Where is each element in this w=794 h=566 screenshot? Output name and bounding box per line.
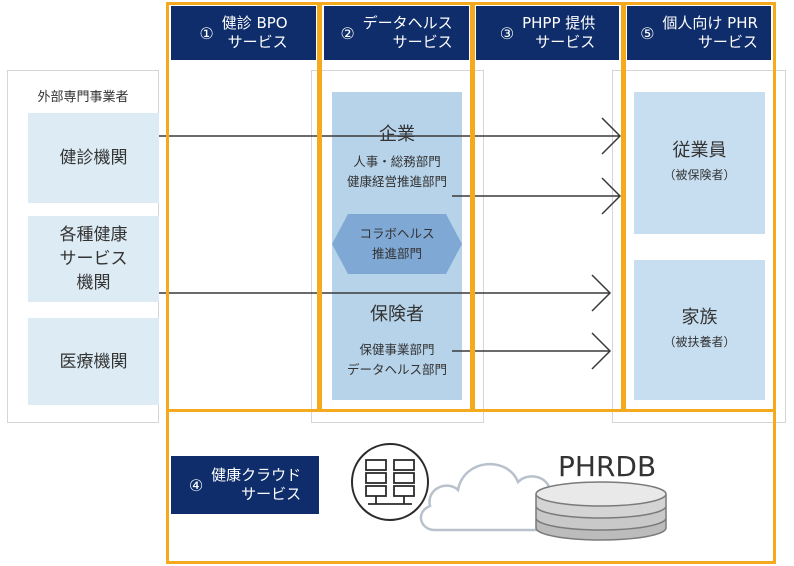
header-number: ⑤ xyxy=(640,23,655,43)
outline-phpp xyxy=(472,2,624,412)
header-number: ④ xyxy=(188,475,204,495)
header-title: 健康クラウド サービス xyxy=(211,466,302,503)
company-title: 企業 xyxy=(379,124,415,145)
arrowhead-company xyxy=(601,177,622,215)
provider-medical: 医療機関 xyxy=(28,318,159,405)
family-title: 家族 xyxy=(681,307,718,328)
external-providers-title: 外部専門事業者 xyxy=(37,90,129,105)
outline-personal-phr xyxy=(623,2,776,412)
outline-health-cloud xyxy=(166,409,776,564)
family-sub: （被扶養者） xyxy=(663,335,736,349)
header-title: 健診 BPO サービス xyxy=(221,14,288,51)
header-personal-phr: ⑤ 個人向け PHR サービス xyxy=(627,6,771,60)
phrdb-label: PHRDB xyxy=(558,450,656,483)
header-data-health: ② データヘルス サービス xyxy=(324,6,469,60)
insurer-title: 保険者 xyxy=(370,304,424,325)
collab-label: コラボヘルス 推進部門 xyxy=(359,226,435,261)
header-number: ② xyxy=(340,23,355,43)
header-phpp: ③ PHPP 提供 サービス xyxy=(476,6,619,60)
header-number: ③ xyxy=(499,23,515,43)
employee-title: 従業員 xyxy=(672,140,727,161)
company-depts: 人事・総務部門 健康経営推進部門 xyxy=(346,154,447,189)
header-title: PHPP 提供 サービス xyxy=(522,14,596,51)
header-title: 個人向け PHR サービス xyxy=(662,14,758,51)
family-box: 家族 （被扶養者） xyxy=(634,260,765,400)
header-number: ① xyxy=(199,23,214,43)
outline-data-health xyxy=(319,2,473,412)
header-health-cloud: ④ 健康クラウド サービス xyxy=(171,456,319,514)
provider-kenshin: 健診機関 xyxy=(28,113,159,203)
outline-kenshin-bpo xyxy=(166,2,320,412)
server-cloud-database-illustration: PHRDB xyxy=(351,443,667,541)
employee-box: 従業員 （被保険者） xyxy=(634,92,765,234)
server-icon xyxy=(351,443,429,521)
database-icon xyxy=(535,481,667,541)
arrowhead-insurer xyxy=(591,332,612,370)
collab-hexagon-shape xyxy=(332,214,462,274)
header-kenshin-bpo: ① 健診 BPO サービス xyxy=(171,6,316,60)
arrowhead-kenshin xyxy=(601,117,622,155)
employee-sub: （被保険者） xyxy=(663,168,736,182)
insurer-depts: 保健事業部門 データヘルス部門 xyxy=(346,342,447,377)
arrowhead-health xyxy=(591,274,612,312)
provider-health-services: 各種健康 サービス 機関 xyxy=(28,216,159,302)
header-title: データヘルス サービス xyxy=(362,14,453,51)
